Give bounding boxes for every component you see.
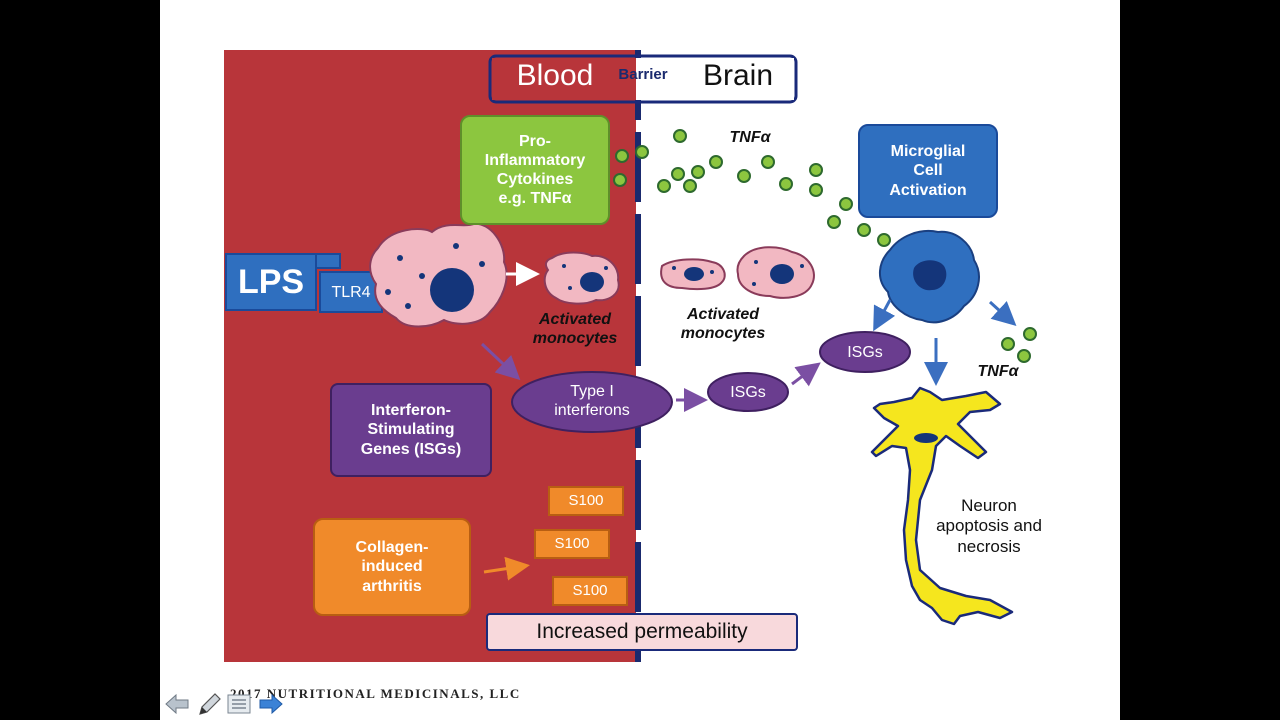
slideshow-toolbar: [160, 686, 300, 720]
tnf-top-label: TNFα: [729, 129, 771, 146]
large-monocyte-nucleus: [430, 268, 474, 312]
s100-text-1: S100: [568, 492, 604, 509]
header-box: [488, 54, 798, 104]
interferon-genes-box: Interferon- Stimulating Genes (ISGs): [330, 383, 492, 477]
blood-label: Blood: [516, 59, 594, 92]
activated-monocytes-brain-label: Activated monocytes: [680, 306, 766, 343]
isgs-upper-oval: [819, 331, 911, 373]
s100-box-3: S100: [552, 576, 628, 606]
neuron-label: Neuron apoptosis and necrosis: [936, 496, 1042, 556]
copyright-text: 2017 NUTRITIONAL MEDICINALS, LLC: [230, 686, 521, 701]
brain-label: Brain: [702, 59, 774, 92]
type-i-interferons-oval: [511, 371, 673, 433]
tlr4-box: [319, 271, 383, 313]
tnf-right-label: TNFα: [977, 363, 1019, 380]
neuron: [870, 386, 1014, 626]
microglial-activation-box: Microglial Cell Activation: [858, 124, 998, 218]
collagen-arthritis-box: Collagen- induced arthritis: [313, 518, 471, 616]
tnf-dots: [613, 129, 1037, 363]
pen-icon[interactable]: [196, 692, 222, 716]
pro-inflammatory-text: Pro- Inflammatory Cytokines e.g. TNFα: [484, 132, 586, 208]
s100-text-2: S100: [554, 535, 590, 552]
increased-permeability-box: Increased permeability: [486, 613, 798, 651]
tlr4-label: TLR4: [331, 284, 371, 301]
microglial-text: Microglial Cell Activation: [889, 143, 967, 199]
slide: Blood Barrier Brain Pro- Inflammatory Cy…: [160, 0, 1120, 720]
isgs-middle-label: ISGs: [730, 384, 766, 401]
pro-inflammatory-box: Pro- Inflammatory Cytokines e.g. TNFα: [460, 115, 610, 225]
lps-label: LPS: [237, 263, 305, 301]
type-i-interferons-label: Type I interferons: [554, 383, 630, 420]
lps-box: [225, 253, 317, 311]
s100-box-1: S100: [548, 486, 624, 516]
menu-icon[interactable]: [226, 692, 252, 716]
s100-text-3: S100: [572, 582, 608, 599]
diagram-canvas: [224, 50, 1037, 662]
interferon-genes-text: Interferon- Stimulating Genes (ISGs): [360, 402, 462, 458]
isgs-middle-oval: [707, 372, 789, 412]
back-arrow-icon[interactable]: [164, 692, 190, 716]
isgs-upper-label: ISGs: [847, 344, 883, 361]
barrier-label: Barrier: [618, 66, 668, 83]
forward-arrow-icon[interactable]: [258, 692, 284, 716]
increased-permeability-text: Increased permeability: [536, 620, 748, 644]
activated-monocytes-blood-label: Activated monocytes: [532, 311, 618, 348]
collagen-text: Collagen- induced arthritis: [355, 539, 429, 595]
s100-box-2: S100: [534, 529, 610, 559]
